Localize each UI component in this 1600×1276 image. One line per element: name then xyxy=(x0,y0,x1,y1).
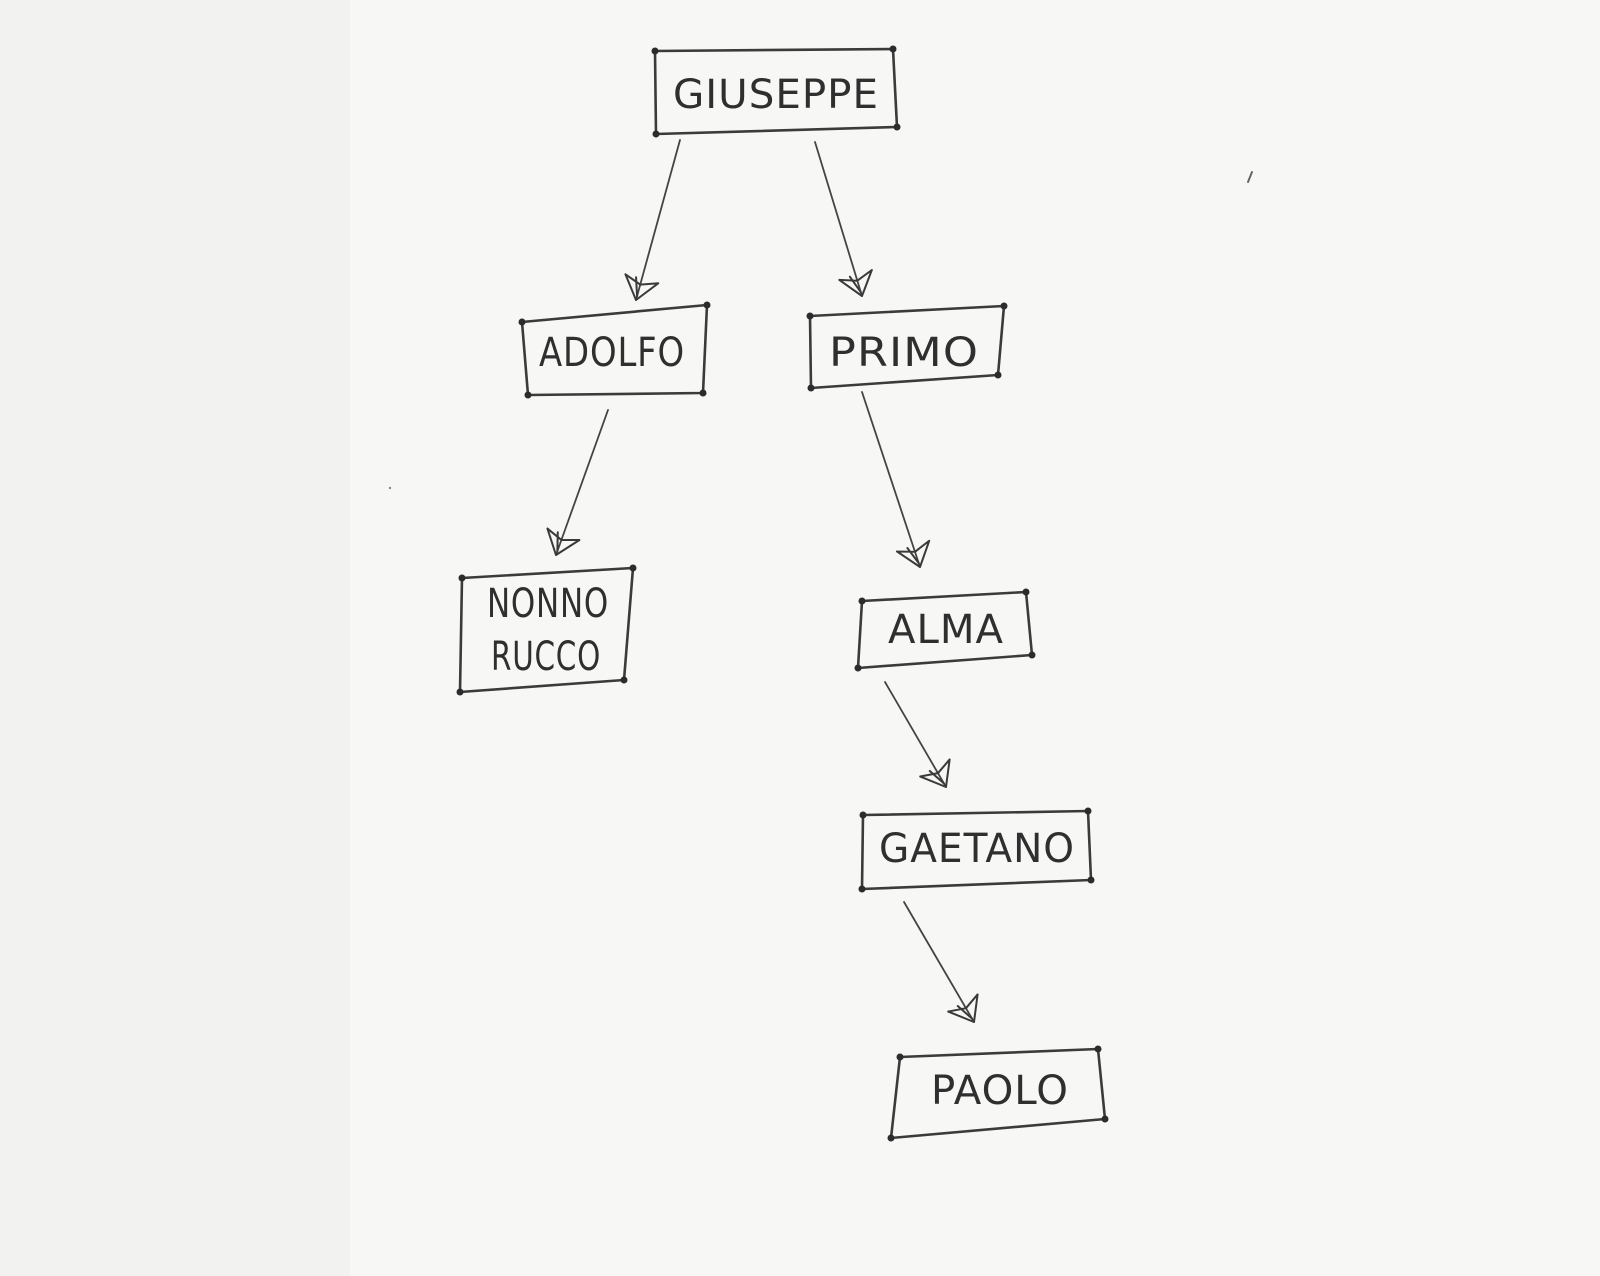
node-nonno-rucco: NONNO RUCCO xyxy=(456,564,637,696)
node-label-gaetano: GAETANO xyxy=(879,826,1075,872)
edge-alma-to-gaetano xyxy=(884,681,951,788)
edge-giuseppe-to-adolfo xyxy=(624,139,681,301)
edge-line xyxy=(555,409,609,556)
arrow-head-icon xyxy=(947,993,979,1023)
node-label-giuseppe: GIUSEPPE xyxy=(673,72,879,118)
edge-line xyxy=(635,139,681,301)
node-label-alma: ALMA xyxy=(888,607,1004,653)
node-alma: ALMA xyxy=(854,588,1036,672)
edge-gaetano-to-paolo xyxy=(903,901,979,1023)
node-paolo: PAOLO xyxy=(887,1045,1109,1142)
node-giuseppe: GIUSEPPE xyxy=(651,45,901,138)
arrow-head-icon xyxy=(624,273,660,301)
edges-layer xyxy=(546,139,979,1023)
edge-primo-to-alma xyxy=(861,391,931,568)
node-label-paolo: PAOLO xyxy=(931,1068,1069,1114)
edge-line xyxy=(814,141,863,297)
node-gaetano: GAETANO xyxy=(858,807,1095,893)
node-label-adolfo: ADOLFO xyxy=(539,330,685,376)
node-label-rucco: RUCCO xyxy=(491,634,601,680)
edge-line xyxy=(861,391,921,568)
node-primo: PRIMO xyxy=(806,302,1008,392)
arrow-head-icon xyxy=(895,539,931,568)
node-label-primo: PRIMO xyxy=(829,330,979,376)
node-label-nonno: NONNO xyxy=(487,581,609,627)
arrow-head-icon xyxy=(919,758,951,788)
edge-adolfo-to-nonno-rucco xyxy=(546,409,609,556)
edge-giuseppe-to-primo xyxy=(814,141,873,297)
edge-line xyxy=(884,681,947,788)
node-adolfo: ADOLFO xyxy=(518,301,711,399)
paper-edge-shadow xyxy=(0,0,350,1276)
paper-specks xyxy=(388,171,1253,490)
nodes-layer: GIUSEPPE ADOLFO PRIMO xyxy=(456,45,1109,1142)
arrow-head-icon xyxy=(838,268,873,297)
edge-line xyxy=(903,901,975,1023)
arrow-head-icon xyxy=(546,527,581,556)
